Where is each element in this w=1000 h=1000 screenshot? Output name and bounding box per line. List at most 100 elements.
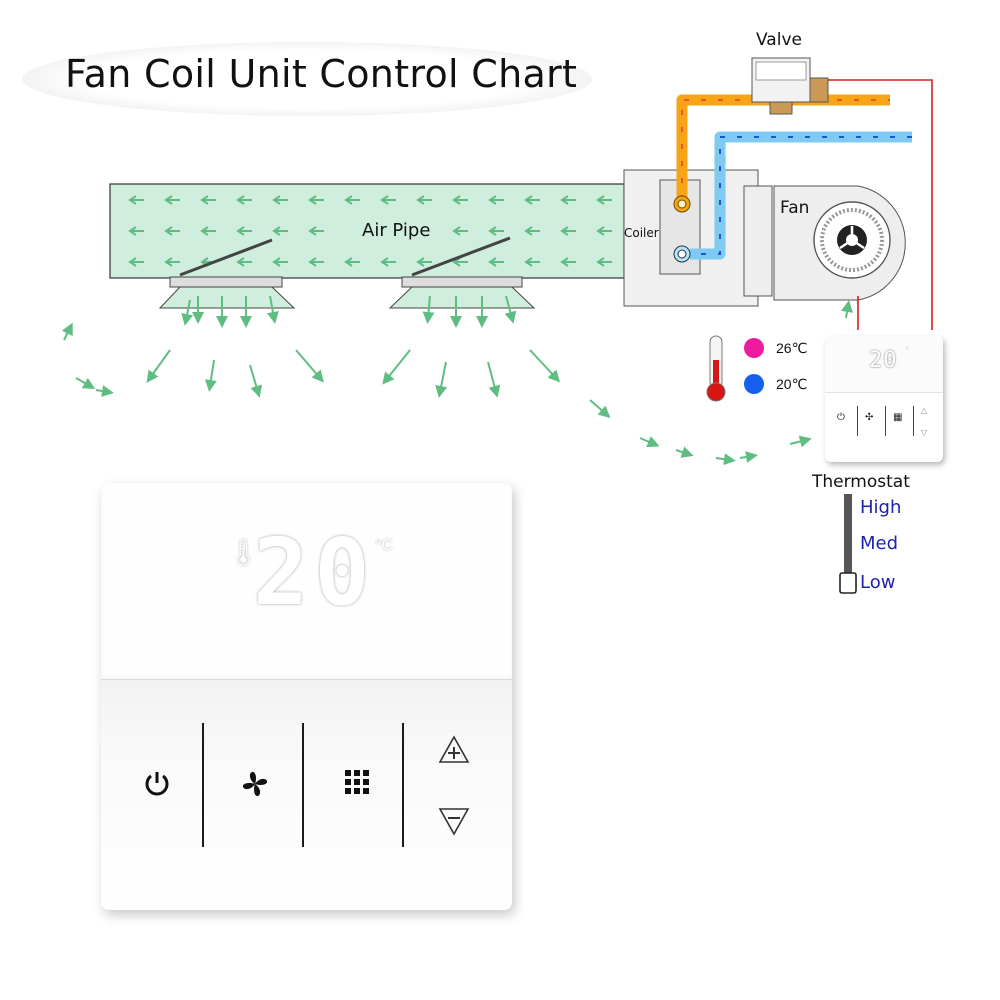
airflow-arrow bbox=[841, 300, 853, 319]
airflow-arrow bbox=[589, 399, 611, 418]
page-title: Fan Coil Unit Control Chart bbox=[65, 52, 578, 96]
title-backdrop bbox=[22, 42, 592, 116]
mode-button[interactable] bbox=[337, 769, 377, 809]
valve-label: Valve bbox=[756, 30, 802, 50]
air-arrow bbox=[488, 195, 504, 205]
thermometer-glyph-icon: 🌡 bbox=[227, 537, 261, 567]
fan-button[interactable] bbox=[235, 769, 275, 809]
thermostat-small: 20 ° ⏻ ✣ ▦ △ ▽ bbox=[825, 336, 943, 462]
cold-water-pipe bbox=[673, 131, 912, 263]
air-arrow bbox=[272, 257, 288, 267]
airflow-arrow bbox=[204, 359, 217, 392]
thermostat-label: Thermostat bbox=[812, 472, 910, 492]
airflow-arrow bbox=[675, 446, 694, 458]
divider bbox=[202, 723, 204, 847]
grid-icon[interactable]: ▦ bbox=[893, 412, 903, 423]
air-pipe-label: Air Pipe bbox=[362, 220, 431, 241]
fan-speed-med[interactable]: Med bbox=[860, 533, 899, 554]
cold-temp-label: 20℃ bbox=[776, 376, 808, 392]
airflow-arrow bbox=[435, 361, 448, 398]
air-arrow bbox=[236, 226, 252, 236]
temp-up-button[interactable] bbox=[437, 735, 471, 767]
air-arrow bbox=[164, 257, 180, 267]
diffuser-right bbox=[388, 236, 536, 309]
grid-icon bbox=[345, 770, 369, 794]
airflow-arrow bbox=[249, 364, 263, 398]
temp-down-button[interactable] bbox=[437, 806, 471, 838]
air-arrow bbox=[200, 195, 216, 205]
plus-triangle-icon bbox=[438, 735, 470, 763]
air-arrow bbox=[164, 226, 180, 236]
coiler-label: Coiler bbox=[624, 226, 659, 240]
fan-housing bbox=[773, 185, 906, 301]
air-arrow bbox=[308, 226, 324, 236]
cold-dot bbox=[744, 374, 764, 394]
air-arrow bbox=[200, 226, 216, 236]
power-button[interactable] bbox=[137, 767, 177, 807]
hot-temp-label: 26℃ bbox=[776, 340, 808, 356]
air-arrow bbox=[488, 226, 504, 236]
air-arrow bbox=[236, 257, 252, 267]
power-icon bbox=[145, 772, 169, 796]
air-arrow bbox=[560, 257, 576, 267]
air-arrow bbox=[164, 195, 180, 205]
divider bbox=[885, 406, 886, 436]
divider bbox=[857, 406, 858, 436]
air-pipe-arrows bbox=[128, 195, 612, 267]
airflow-arrow bbox=[639, 436, 660, 448]
fan-label: Fan bbox=[780, 198, 810, 218]
air-arrow bbox=[236, 195, 252, 205]
minus-triangle-icon bbox=[438, 808, 470, 836]
air-arrow bbox=[416, 257, 432, 267]
fan-speed-slider bbox=[839, 494, 857, 594]
airflow-arrow bbox=[181, 299, 194, 326]
airflow-arrow bbox=[146, 349, 171, 383]
air-arrow bbox=[596, 226, 612, 236]
thermostat-small-display: 20 bbox=[869, 348, 898, 373]
air-arrow bbox=[452, 257, 468, 267]
airflow-arrow bbox=[75, 377, 96, 389]
hot-dot bbox=[744, 338, 764, 358]
air-arrow bbox=[596, 195, 612, 205]
thermostat-unit: °C bbox=[375, 537, 393, 554]
control-wires bbox=[828, 79, 933, 330]
thermostat-large: 🌡 20 °C bbox=[101, 483, 512, 910]
fan-icon[interactable]: ✣ bbox=[865, 412, 874, 423]
divider bbox=[913, 406, 914, 436]
air-arrow bbox=[308, 195, 324, 205]
fan-speed-high[interactable]: High bbox=[860, 497, 902, 518]
air-arrow bbox=[452, 226, 468, 236]
airflow-arrow bbox=[715, 453, 736, 466]
airflow-arrow bbox=[422, 295, 435, 324]
airflow-arrow bbox=[789, 435, 812, 448]
air-arrow bbox=[596, 257, 612, 267]
airflow-arrow bbox=[61, 322, 73, 341]
airflow-arrow bbox=[295, 349, 324, 383]
air-arrow bbox=[452, 195, 468, 205]
air-arrow bbox=[380, 257, 396, 267]
air-arrow bbox=[524, 226, 540, 236]
airflow-arrow bbox=[487, 361, 501, 398]
airflow-arrow bbox=[529, 349, 561, 383]
air-arrow bbox=[380, 195, 396, 205]
thermostat-small-unit: ° bbox=[905, 346, 909, 357]
valve bbox=[751, 57, 829, 115]
thermostat-display-panel bbox=[101, 483, 512, 680]
airflow-arrow bbox=[95, 385, 114, 397]
air-arrow bbox=[308, 257, 324, 267]
diffuser-left bbox=[158, 238, 296, 309]
air-arrow bbox=[272, 226, 288, 236]
fan-icon bbox=[242, 771, 268, 797]
divider bbox=[302, 723, 304, 847]
power-icon[interactable]: ⏻ bbox=[837, 412, 845, 423]
fan-speed-low[interactable]: Low bbox=[860, 572, 896, 593]
air-arrow bbox=[560, 195, 576, 205]
air-arrow bbox=[128, 195, 144, 205]
plus-triangle-icon[interactable]: △ bbox=[921, 406, 928, 415]
minus-triangle-icon[interactable]: ▽ bbox=[921, 428, 928, 437]
air-arrow bbox=[524, 195, 540, 205]
airflow-arrow bbox=[267, 295, 279, 324]
air-arrow bbox=[128, 257, 144, 267]
air-arrow bbox=[344, 195, 360, 205]
air-arrow bbox=[128, 226, 144, 236]
